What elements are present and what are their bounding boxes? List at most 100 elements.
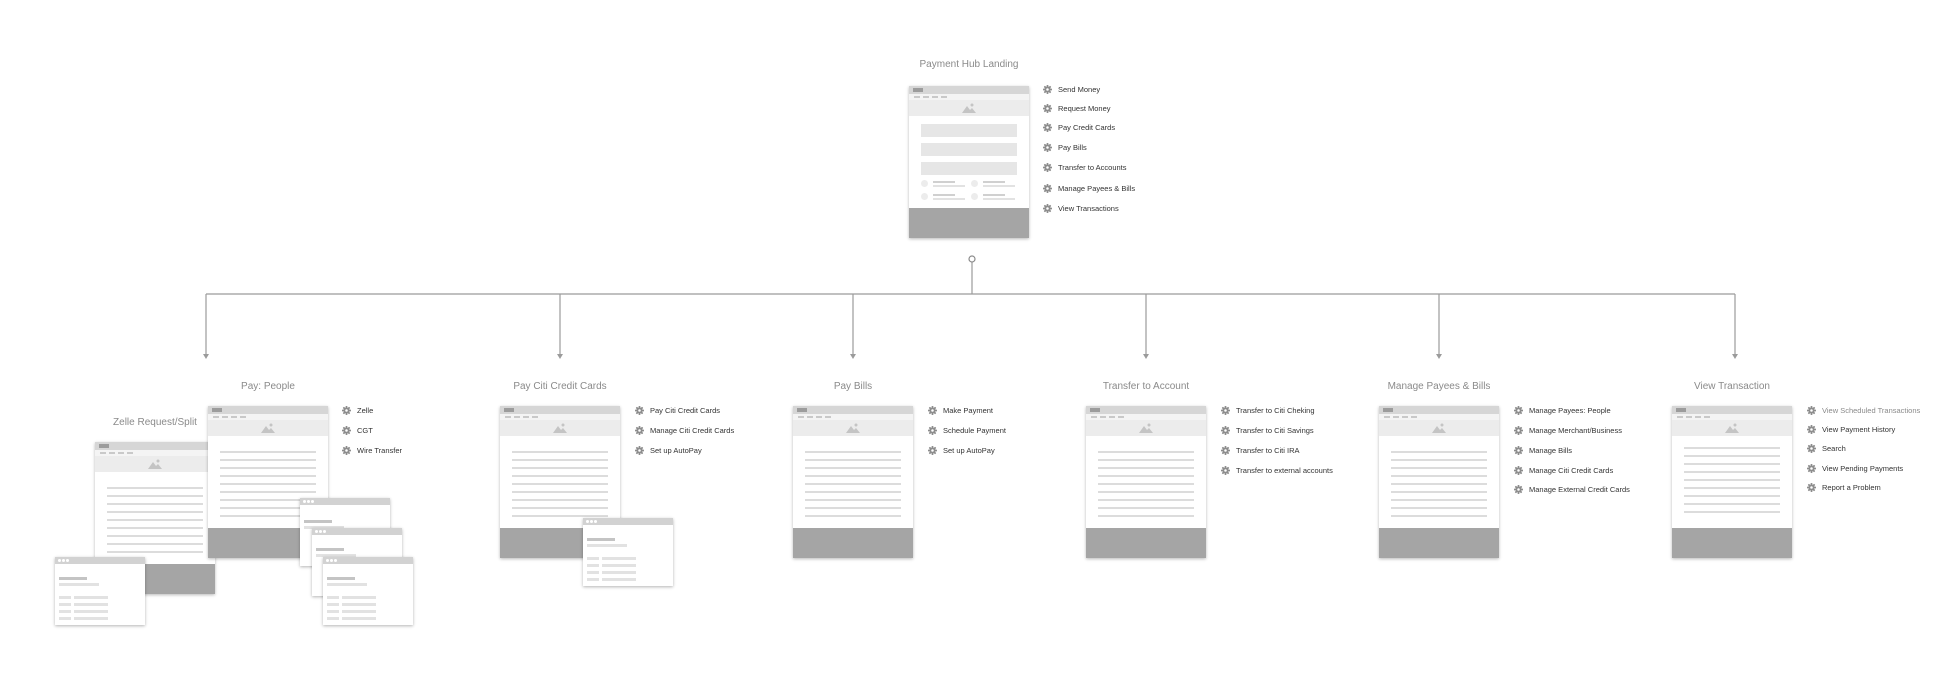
gear-icon — [1043, 123, 1052, 132]
gear-icon — [635, 426, 644, 435]
gear-icon — [1043, 143, 1052, 152]
gear-icon — [1514, 406, 1523, 415]
option-transfer-citi-checking[interactable]: Transfer to Citi Cheking — [1221, 406, 1315, 415]
arrow-down-icon — [557, 354, 563, 359]
gear-icon — [1043, 184, 1052, 193]
zelle-popup-card[interactable] — [55, 557, 145, 625]
screen-block — [921, 162, 1017, 175]
option-cgt[interactable]: CGT — [342, 426, 373, 435]
gear-icon — [1807, 464, 1816, 473]
option-label: Make Payment — [943, 406, 994, 415]
option-label: Pay Citi Credit Cards — [650, 406, 721, 415]
pay-bills-screen-thumbnail[interactable] — [793, 406, 913, 558]
child-title-view-transaction: View Transaction — [1694, 381, 1770, 392]
option-request-money[interactable]: Request Money — [1043, 104, 1111, 113]
mountain-image-icon — [1139, 423, 1153, 433]
arrow-down-icon — [850, 354, 856, 359]
screen-nav — [95, 450, 215, 456]
option-view-payment-history[interactable]: View Payment History — [1807, 425, 1895, 434]
sub-title: Zelle Request/Split — [113, 417, 197, 428]
option-transfer-external[interactable]: Transfer to external accounts — [1221, 466, 1333, 475]
option-set-up-autopay[interactable]: Set up AutoPay — [928, 446, 995, 455]
screen-line — [983, 185, 1015, 187]
gear-icon — [635, 446, 644, 455]
screen-dot — [921, 193, 928, 200]
option-view-transactions[interactable]: View Transactions — [1043, 204, 1119, 213]
option-transfer-citi-savings[interactable]: Transfer to Citi Savings — [1221, 426, 1314, 435]
gear-icon — [1221, 466, 1230, 475]
screen-line — [983, 181, 1005, 183]
gear-icon — [1043, 104, 1052, 113]
option-pay-bills[interactable]: Pay Bills — [1043, 143, 1087, 152]
screen-line — [933, 185, 965, 187]
gear-icon — [1807, 406, 1816, 415]
option-pay-credit-cards[interactable]: Pay Credit Cards — [1043, 123, 1115, 132]
option-manage-bills[interactable]: Manage Bills — [1514, 446, 1572, 455]
option-manage-merchant[interactable]: Manage Merchant/Business — [1514, 426, 1622, 435]
option-send-money[interactable]: Send Money — [1043, 85, 1100, 94]
arrow-down-icon — [1436, 354, 1442, 359]
option-label: Report a Problem — [1822, 483, 1881, 492]
option-schedule-payment[interactable]: Schedule Payment — [928, 426, 1006, 435]
screen-line — [933, 194, 955, 196]
option-manage-payees-people[interactable]: Manage Payees: People — [1514, 406, 1611, 415]
option-search[interactable]: Search — [1807, 444, 1846, 453]
mountain-image-icon — [1725, 423, 1739, 433]
option-label: Search — [1822, 444, 1846, 453]
option-label: Set up AutoPay — [943, 446, 995, 455]
arrow-down-icon — [1143, 354, 1149, 359]
option-manage-external-cc[interactable]: Manage External Credit Cards — [1514, 485, 1630, 494]
option-label: Schedule Payment — [943, 426, 1006, 435]
option-wire-transfer[interactable]: Wire Transfer — [342, 446, 402, 455]
option-label: View Transactions — [1058, 204, 1119, 213]
child-title-manage-payees-bills: Manage Payees & Bills — [1387, 381, 1491, 392]
option-label: Transfer to external accounts — [1236, 466, 1333, 475]
option-label: Transfer to Citi IRA — [1236, 446, 1300, 455]
option-set-up-autopay[interactable]: Set up AutoPay — [635, 446, 702, 455]
option-zelle[interactable]: Zelle — [342, 406, 373, 415]
screen-line — [933, 198, 965, 200]
option-transfer-citi-ira[interactable]: Transfer to Citi IRA — [1221, 446, 1300, 455]
gear-icon — [1221, 446, 1230, 455]
gear-icon — [342, 446, 351, 455]
option-report-problem[interactable]: Report a Problem — [1807, 483, 1881, 492]
option-transfer-to-accounts[interactable]: Transfer to Accounts — [1043, 163, 1127, 172]
option-make-payment[interactable]: Make Payment — [928, 406, 993, 415]
gear-icon — [928, 446, 937, 455]
option-view-pending[interactable]: View Pending Payments — [1807, 464, 1903, 473]
mountain-image-icon — [846, 423, 860, 433]
option-label: Set up AutoPay — [650, 446, 702, 455]
mountain-image-icon — [148, 459, 162, 469]
transfer-screen-thumbnail[interactable] — [1086, 406, 1206, 558]
root-screen-thumbnail[interactable] — [909, 86, 1029, 238]
gear-icon — [342, 426, 351, 435]
gear-icon — [342, 406, 351, 415]
option-label: Transfer to Citi Savings — [1236, 426, 1314, 435]
option-label: Manage Citi Credit Cards — [650, 426, 735, 435]
manage-payees-screen-thumbnail[interactable] — [1379, 406, 1499, 558]
screen-hero — [909, 100, 1029, 116]
child-title-pay-bills: Pay Bills — [833, 381, 873, 392]
screen-block — [921, 143, 1017, 156]
root-title: Payment Hub Landing — [919, 59, 1019, 70]
pay-citi-cc-popup-card[interactable] — [583, 518, 673, 586]
option-label: Manage Merchant/Business — [1529, 426, 1622, 435]
option-manage-payees-bills[interactable]: Manage Payees & Bills — [1043, 184, 1135, 193]
pay-people-popup-card[interactable] — [323, 557, 413, 625]
screen-line — [983, 198, 1015, 200]
option-manage-citi-cc[interactable]: Manage Citi Credit Cards — [1514, 466, 1613, 475]
option-label: View Pending Payments — [1822, 464, 1904, 473]
gear-icon — [1807, 425, 1816, 434]
mountain-image-icon — [1432, 423, 1446, 433]
gear-icon — [928, 426, 937, 435]
option-pay-citi-credit-cards[interactable]: Pay Citi Credit Cards — [635, 406, 720, 415]
screen-hero — [95, 456, 215, 472]
option-label: Pay Credit Cards — [1058, 123, 1116, 132]
option-view-scheduled[interactable]: View Scheduled Transactions — [1807, 406, 1920, 415]
child-title-pay-citi-credit-cards: Pay Citi Credit Cards — [513, 381, 607, 392]
option-label: Send Money — [1058, 85, 1101, 94]
option-label: Pay Bills — [1058, 143, 1087, 152]
view-transaction-screen-thumbnail[interactable] — [1672, 406, 1792, 558]
option-label: Manage Payees & Bills — [1058, 184, 1136, 193]
option-manage-citi-credit-cards[interactable]: Manage Citi Credit Cards — [635, 426, 734, 435]
